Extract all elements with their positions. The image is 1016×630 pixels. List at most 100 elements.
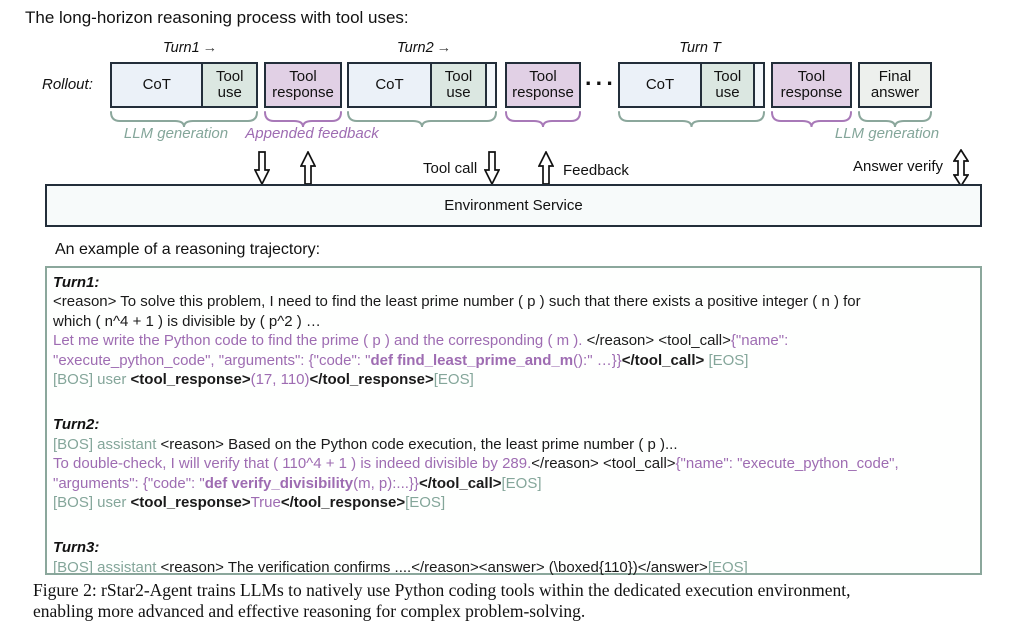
cot-cell: CoT — [620, 64, 700, 106]
trajectory-text-segment: "arguments": {"code": " — [53, 474, 205, 492]
trajectory-text-segment: <reason> To solve this problem, I need t… — [53, 293, 861, 311]
turn-label: Turn T — [679, 40, 721, 56]
environment-service-box: Environment Service — [45, 184, 982, 227]
trajectory-text-segment: <tool_response> — [130, 371, 251, 389]
trajectory-text-segment: [BOS] user — [53, 371, 131, 389]
tool-use-cell: Tool use — [700, 64, 753, 106]
caption-line-1: Figure 2: rStar2-Agent trains LLMs to na… — [33, 580, 851, 600]
tool-use-cell: Tool use — [201, 64, 256, 106]
trajectory-line: Turn2: — [53, 415, 980, 434]
trajectory-line: "arguments": {"code": "def verify_divisi… — [53, 474, 980, 493]
trajectory-text-segment: True — [250, 494, 281, 512]
trajectory-text-segment: To double-check, I will verify that ( 11… — [53, 455, 532, 473]
trajectory-text-segment: def verify_divisibility — [204, 474, 354, 492]
brace-label: LLM generation — [834, 125, 940, 142]
turn-label-text: Turn T — [679, 40, 721, 56]
trajectory-text-segment: [BOS] assistant — [53, 558, 161, 576]
trajectory-line: To double-check, I will verify that ( 11… — [53, 454, 980, 473]
trajectory-text-segment: {"name": — [730, 332, 789, 350]
turn-label-text: Turn1 — [162, 40, 200, 56]
trajectory-text-segment: (17, 110) — [250, 371, 310, 389]
figure-title: The long-horizon reasoning process with … — [25, 8, 409, 27]
figure-caption: Figure 2: rStar2-Agent trains LLMs to na… — [33, 580, 993, 622]
environment-service-label: Environment Service — [444, 197, 583, 214]
underbrace — [347, 111, 497, 129]
trajectory-text-segment: <reason> Based on the Python code execut… — [160, 435, 678, 453]
brace-label: Appended feedback — [245, 125, 379, 142]
turn-label-text: Turn2 — [396, 40, 434, 56]
trajectory-text-segment: Turn1: — [53, 274, 100, 291]
trajectory-line: [BOS] assistant <reason> The verificatio… — [53, 558, 980, 577]
caption-line-2: enabling more advanced and effective rea… — [33, 601, 586, 621]
rollout-label: Rollout: — [42, 76, 93, 93]
trajectory-text-segment: Turn2: — [53, 416, 100, 434]
cot-cell: CoT — [112, 64, 202, 106]
tool-response-box: Tool response — [505, 62, 581, 108]
trajectory-gap — [53, 512, 980, 538]
turn-label: Turn1→ — [163, 40, 217, 56]
down-arrow-icon — [483, 151, 501, 190]
trajectory-text-segment: (m, p):...}} — [353, 474, 419, 492]
tool-response-box: Tool response — [771, 62, 852, 108]
tool-response-box: Tool response — [264, 62, 342, 108]
trajectory-line: Let me write the Python code to find the… — [53, 331, 980, 350]
trajectory-text-segment: </reason> <tool_call> — [586, 332, 731, 350]
up-arrow-icon — [299, 150, 317, 190]
trajectory-text-segment: <reason> The verification confirms ....<… — [160, 558, 708, 576]
trajectory-text-segment: Let me write the Python code to find the… — [53, 332, 587, 350]
trajectory-text-segment: [EOS] — [708, 351, 749, 369]
trajectory-text-segment: {"name": "execute_python_code", — [675, 455, 899, 473]
trajectory-text-segment: </tool_response> — [280, 494, 406, 512]
trajectory-text-segment: [EOS] — [433, 371, 474, 389]
ellipsis: ··· — [585, 70, 617, 96]
trajectory-line: [BOS] assistant <reason> Based on the Py… — [53, 435, 980, 454]
sliver-cell — [753, 64, 763, 106]
trajectory-text-segment: [EOS] — [707, 558, 748, 576]
trajectory-text-segment: </tool_call> — [621, 351, 709, 369]
trajectory-line: Turn3: — [53, 538, 980, 557]
trajectory-box: Turn1: <reason> To solve this problem, I … — [45, 266, 982, 577]
up-arrow-icon — [537, 150, 555, 190]
trajectory-text-segment: def find_least_prime_and_m — [370, 351, 574, 369]
connector-label: Answer verify — [853, 158, 944, 175]
trajectory-text-segment: </tool_response> — [309, 371, 434, 389]
brace-label: LLM generation — [123, 125, 229, 142]
trajectory-text-segment: <tool_response> — [130, 494, 251, 512]
underbrace — [264, 111, 342, 129]
trajectory-line: [BOS] user <tool_response>True</tool_res… — [53, 493, 980, 512]
trajectory-text-segment: [EOS] — [405, 494, 446, 512]
trajectory-text-segment: Turn3: — [53, 539, 100, 557]
trajectory-line: [BOS] user <tool_response>(17, 110)</too… — [53, 370, 980, 389]
tool-use-cell: Tool use — [430, 64, 485, 106]
underbrace — [505, 111, 581, 129]
sliver-cell — [485, 64, 495, 106]
trajectory-line: which ( n^4 + 1 ) is divisible by ( p^2 … — [53, 312, 980, 331]
trajectory-gap — [53, 389, 980, 415]
underbrace — [858, 111, 932, 129]
connector-label: Tool call — [423, 160, 478, 177]
connector-label: Feedback — [563, 162, 629, 179]
trajectory-line: <reason> To solve this problem, I need t… — [53, 292, 980, 311]
trajectory-line: Turn1: — [53, 273, 980, 292]
turn-arrow-icon: → — [436, 40, 452, 56]
final-answer-box: Final answer — [858, 62, 932, 108]
turn-label: Turn2→ — [397, 40, 451, 56]
trajectory-line: "execute_python_code", "arguments": {"co… — [53, 351, 980, 370]
down-arrow-icon — [253, 151, 271, 190]
underbrace — [771, 111, 852, 129]
trajectory-text-segment: [EOS] — [501, 474, 542, 492]
trajectory-text-segment: </tool_call> — [418, 474, 502, 492]
trajectory-text-segment: which ( n^4 + 1 ) is divisible by ( p^2 … — [53, 312, 321, 330]
trajectory-text-segment: [BOS] assistant — [53, 435, 161, 453]
underbrace — [110, 111, 258, 129]
trajectory-text-segment: </reason> <tool_call> — [531, 455, 676, 473]
trajectory-text-segment: "execute_python_code", "arguments": {"co… — [53, 351, 371, 369]
trajectory-text-segment: [BOS] user — [53, 494, 131, 512]
cot-cell: CoT — [349, 64, 430, 106]
example-heading: An example of a reasoning trajectory: — [55, 241, 321, 258]
turn-arrow-icon: → — [202, 40, 218, 56]
